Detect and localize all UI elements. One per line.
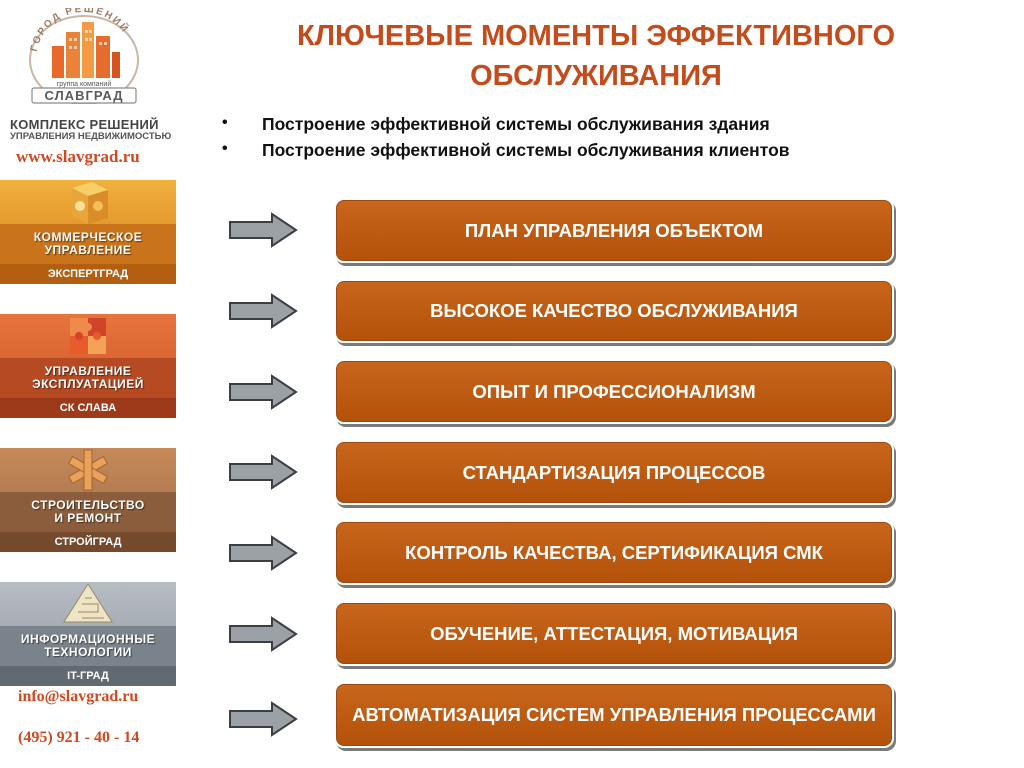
item-management-plan: ПЛАН УПРАВЛЕНИЯ ОБЪЕКТОМ — [334, 198, 894, 263]
website-link[interactable]: www.slavgrad.ru — [16, 147, 140, 166]
maze-pyramid-icon — [63, 583, 113, 623]
arrow-right-icon — [229, 374, 298, 410]
item-standardization: СТАНДАРТИЗАЦИЯ ПРОЦЕССОВ — [334, 440, 894, 505]
bullet-list: Построение эффективной системы обслужива… — [222, 114, 790, 166]
email-link[interactable]: info@slavgrad.ru — [18, 688, 139, 705]
arrow-right-icon — [229, 212, 298, 248]
tile-footer: СТРОЙГРАД — [0, 532, 176, 552]
bullet-item: Построение эффективной системы обслужива… — [222, 140, 790, 161]
svg-text:группа компаний: группа компаний — [57, 80, 112, 88]
tile-footer: СК СЛАВА — [0, 398, 176, 418]
puzzle-icon — [70, 318, 106, 354]
svg-text:ГОРОД РЕШЕНИЙ: ГОРОД РЕШЕНИЙ — [29, 8, 133, 53]
company-title: КОМПЛЕКС РЕШЕНИЙ — [10, 117, 159, 132]
item-training: ОБУЧЕНИЕ, АТТЕСТАЦИЯ, МОТИВАЦИЯ — [334, 601, 894, 666]
gear-cube-icon — [72, 182, 108, 224]
slavgrad-logo: ГОРОД РЕШЕНИЙ группа компаний СЛАВГРАД — [29, 8, 139, 104]
item-service-quality: ВЫСОКОЕ КАЧЕСТВО ОБСЛУЖИВАНИЯ — [334, 279, 894, 343]
bullet-item: Построение эффективной системы обслужива… — [222, 114, 790, 135]
sidebar: ГОРОД РЕШЕНИЙ группа компаний СЛАВГРАД К… — [0, 0, 176, 768]
arrow-right-icon — [229, 701, 298, 737]
svg-text:СЛАВГРАД: СЛАВГРАД — [45, 88, 124, 103]
arrow-right-icon — [229, 293, 298, 329]
company-subtitle: УПРАВЛЕНИЯ НЕДВИЖИМОСТЬЮ — [10, 131, 172, 142]
arrow-right-icon — [229, 535, 298, 571]
arrow-right-icon — [229, 454, 298, 490]
tile-footer: ЭКСПЕРТГРАД — [0, 264, 176, 284]
item-quality-control: КОНТРОЛЬ КАЧЕСТВА, СЕРТИФИКАЦИЯ СМК — [334, 520, 894, 585]
arrow-right-icon — [229, 616, 298, 652]
phone-number: (495) 921 - 40 - 14 — [18, 729, 140, 746]
tile-footer: IT-ГРАД — [0, 666, 176, 686]
slide-title: КЛЮЧЕВЫЕ МОМЕНТЫ ЭФФЕКТИВНОГО ОБСЛУЖИВАН… — [296, 20, 896, 92]
item-experience: ОПЫТ И ПРОФЕССИОНАЛИЗМ — [334, 359, 894, 424]
wooden-puzzle-icon — [67, 449, 109, 491]
item-automation: АВТОМАТИЗАЦИЯ СИСТЕМ УПРАВЛЕНИЯ ПРОЦЕССА… — [334, 682, 894, 748]
